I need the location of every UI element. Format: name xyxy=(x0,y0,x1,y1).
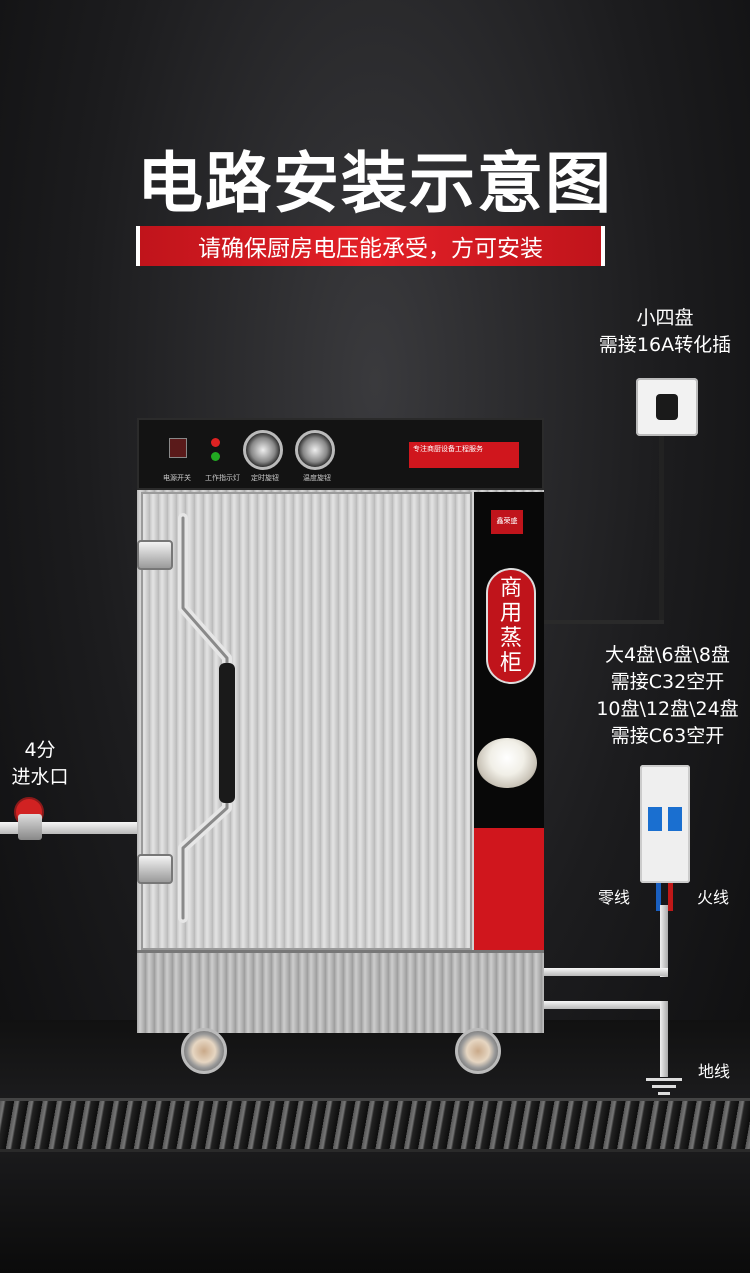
control-panel: 电源开关 工作指示灯 定时旋钮 温度旋钮 专注商厨设备工程服务 xyxy=(137,418,544,490)
water-inlet-line2: 进水口 xyxy=(11,766,69,788)
breaker-note-line2: 需接C32空开 xyxy=(610,671,725,693)
timer-knob-icon xyxy=(243,430,283,470)
neutral-wire-label: 零线 xyxy=(598,888,631,907)
door-latch-top-icon xyxy=(137,540,173,570)
panel-label-temperature: 温度旋钮 xyxy=(303,475,331,482)
power-switch-icon xyxy=(169,438,187,458)
ground-wire-label: 地线 xyxy=(698,1062,731,1081)
water-inlet-line1: 4分 xyxy=(24,739,56,761)
floor-grate xyxy=(0,1098,750,1152)
breaker-note-line3: 10盘\12盘\24盘 xyxy=(596,698,739,720)
sidebar-red-block xyxy=(474,828,544,950)
rice-bowl-image xyxy=(477,738,537,788)
door-handle-icon xyxy=(178,513,235,923)
socket-note-line1: 小四盘 xyxy=(636,307,694,329)
steamer-cabinet: 电源开关 工作指示灯 定时旋钮 温度旋钮 专注商厨设备工程服务 鑫荣盛 商 用 … xyxy=(137,418,544,1074)
ground-cable-horizontal xyxy=(544,1001,668,1009)
vertical-char: 用 xyxy=(499,601,522,626)
panel-label-indicator: 工作指示灯 xyxy=(205,475,240,482)
ground-symbol-bar3 xyxy=(658,1092,670,1095)
socket-note-line2: 需接16A转化插 xyxy=(598,334,732,356)
brand-logo: 鑫荣盛 xyxy=(491,510,523,534)
vertical-char: 商 xyxy=(499,576,522,601)
ground-symbol-bar2 xyxy=(652,1085,676,1088)
ground-cable-vertical xyxy=(660,1001,668,1077)
vertical-char: 柜 xyxy=(499,651,522,676)
cable-down xyxy=(660,905,668,977)
caster-wheel-right-icon xyxy=(455,1028,501,1074)
vertical-product-text: 商 用 蒸 柜 xyxy=(486,568,536,684)
breaker-note-line1: 大4盘\6盘\8盘 xyxy=(604,644,731,666)
wall-socket-icon xyxy=(636,378,698,436)
caster-wheel-left-icon xyxy=(181,1028,227,1074)
door-latch-bottom-icon xyxy=(137,854,173,884)
neutral-wire xyxy=(656,883,661,911)
breaker-note: 大4盘\6盘\8盘 需接C32空开 10盘\12盘\24盘 需接C63空开 xyxy=(585,642,750,750)
indicator-light-green xyxy=(211,452,220,461)
water-inlet-note: 4分 进水口 xyxy=(5,737,75,791)
temperature-knob-icon xyxy=(295,430,335,470)
indicator-light-red xyxy=(211,438,220,447)
ground-symbol-icon xyxy=(646,1078,682,1081)
live-wire-label: 火线 xyxy=(697,888,730,907)
cabinet-door xyxy=(141,492,472,950)
panel-label-power: 电源开关 xyxy=(163,475,191,482)
socket-note: 小四盘 需接16A转化插 xyxy=(590,305,740,359)
breaker-note-line4: 需接C63空开 xyxy=(610,725,725,747)
vertical-char: 蒸 xyxy=(499,626,522,651)
power-cable-horizontal xyxy=(544,620,664,624)
live-wire xyxy=(668,883,673,911)
warning-banner: 请确保厨房电压能承受，方可安装 xyxy=(136,226,605,266)
valve-body xyxy=(18,814,42,840)
panel-label-timer: 定时旋钮 xyxy=(251,475,279,482)
service-badge: 专注商厨设备工程服务 xyxy=(409,442,519,468)
power-cable xyxy=(659,436,664,622)
page-title: 电路安装示意图 xyxy=(137,145,613,222)
circuit-breaker-icon xyxy=(640,765,690,883)
cable-to-cabinet xyxy=(544,968,668,976)
cabinet-base xyxy=(137,950,544,1033)
